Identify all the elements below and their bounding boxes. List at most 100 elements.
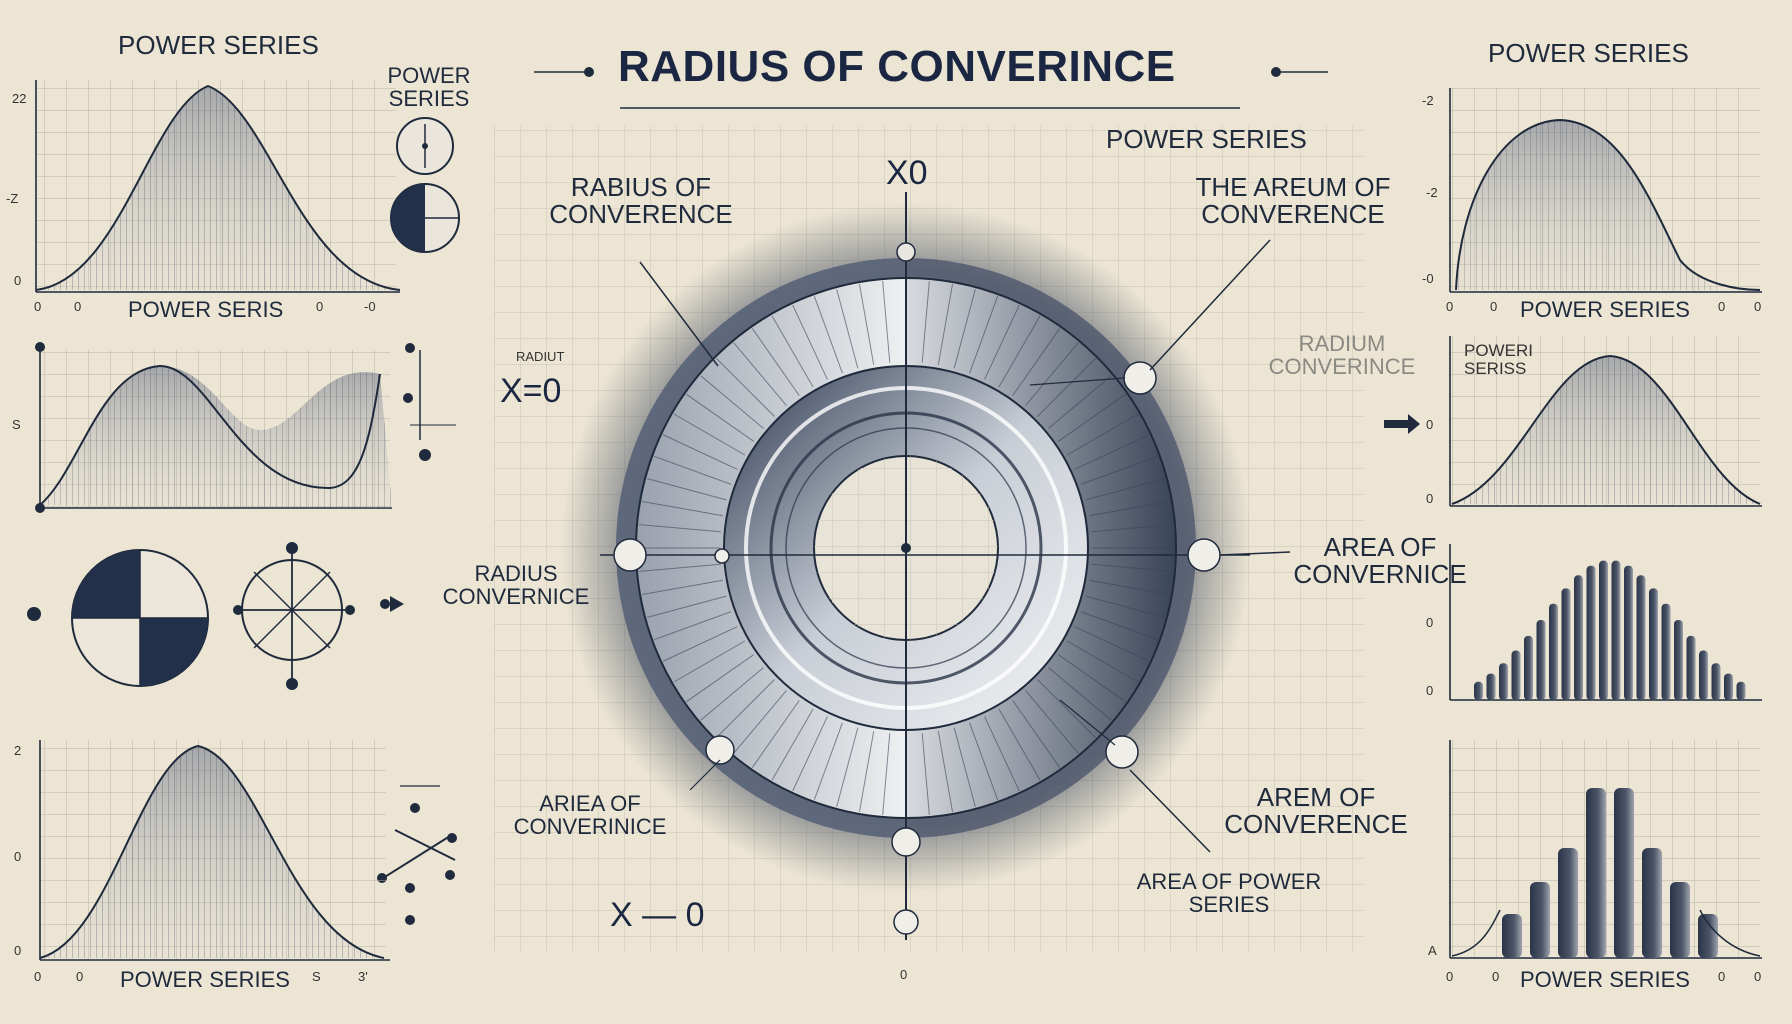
- bar: [1611, 560, 1621, 700]
- x0-left-label: X=0: [500, 372, 562, 410]
- right-panel-1-tick: 0: [1446, 299, 1454, 314]
- bar: [1536, 619, 1546, 700]
- ring-spoke: [953, 727, 976, 807]
- bar: [1636, 575, 1646, 700]
- ring-spoke: [700, 375, 764, 429]
- ring-spoke: [716, 358, 775, 417]
- right-panel-4-tick: A: [1428, 943, 1437, 958]
- radius-left-label: RADIUS CONVERNICE: [442, 561, 590, 610]
- ring-spoke: [1089, 500, 1171, 517]
- ring-spoke: [1089, 579, 1171, 596]
- right-panel-1-caption: POWER SERIES: [1488, 38, 1689, 68]
- bar: [1599, 560, 1608, 700]
- ring-spoke: [641, 500, 723, 517]
- ring-spoke: [858, 731, 875, 813]
- ring-spoke: [716, 679, 775, 738]
- bar: [1499, 663, 1508, 700]
- ring-spoke: [984, 716, 1020, 792]
- right-panel-3-tick: 0: [1426, 615, 1434, 630]
- bar: [1561, 588, 1571, 700]
- left-panel-1-tick: 0: [74, 299, 82, 314]
- ring-spoke: [921, 280, 930, 363]
- bar: [1511, 650, 1521, 700]
- bar: [1661, 603, 1671, 700]
- rabius-label: RABIUS OF CONVERENCE: [549, 172, 733, 230]
- bar: [1674, 619, 1683, 700]
- ring-spoke: [733, 342, 787, 406]
- ring-spoke: [653, 611, 732, 641]
- right-panel-1-tick: 0: [1754, 299, 1762, 314]
- ring-spoke: [673, 640, 746, 683]
- ring-spoke: [1012, 700, 1061, 768]
- ring-spoke: [1091, 524, 1174, 533]
- left-panel-4: [39, 740, 390, 961]
- right-panel-3: [1449, 544, 1762, 701]
- ring-spokes: [638, 280, 1174, 816]
- ring-spoke: [858, 283, 875, 365]
- left-panel-1-tick: -0: [364, 299, 376, 314]
- bar: [1486, 673, 1496, 700]
- right-panel-4: [1449, 740, 1762, 959]
- left-icons: [27, 117, 460, 925]
- ring-spoke: [1012, 328, 1061, 396]
- center-top-label: POWER SERIES: [1106, 124, 1307, 154]
- left-panel-1-xlabel: POWER SERIS: [128, 297, 284, 322]
- ring-spoke: [662, 434, 738, 470]
- bar: [1614, 788, 1634, 958]
- bar: [1586, 788, 1606, 958]
- ring-spoke: [647, 595, 727, 618]
- right-panel-1-tick: 0: [1490, 299, 1498, 314]
- ring-spoke: [771, 315, 814, 388]
- bar: [1724, 673, 1733, 700]
- right-panel-4-caption: POWER SERIES: [1520, 967, 1690, 992]
- left-icons-label: POWER SERIES: [387, 63, 471, 112]
- ring-spoke: [836, 289, 859, 369]
- bar: [1474, 681, 1483, 700]
- left-panel-1: [35, 80, 401, 293]
- ring-spoke: [1037, 358, 1096, 417]
- ring-spoke: [1085, 595, 1165, 618]
- right-panel-1-tick: 0: [1718, 299, 1726, 314]
- right-panel-4-tick: 0: [1492, 969, 1500, 984]
- ring-spoke: [1080, 611, 1159, 641]
- ring-spoke: [1066, 413, 1139, 456]
- left-panel-1-caption: POWER SERIES: [118, 30, 319, 60]
- ariea-label: ARIEA OF CONVERINICE: [513, 791, 667, 840]
- bar: [1624, 565, 1633, 700]
- ring-spoke: [969, 722, 999, 801]
- left-panel-2: [35, 342, 456, 513]
- ring-spoke: [969, 295, 999, 374]
- ring-spoke: [1066, 640, 1139, 683]
- ring-spoke: [771, 708, 814, 781]
- right-panel-1-tick: -0: [1422, 271, 1434, 286]
- ring-spoke: [1025, 690, 1079, 754]
- bar: [1736, 681, 1746, 700]
- ring-spoke: [953, 289, 976, 369]
- bar: [1698, 914, 1718, 958]
- convergence-disc: [561, 192, 1291, 940]
- page-title: RADIUS OF CONVERINCE: [618, 42, 1176, 91]
- ring-spoke: [813, 295, 843, 374]
- left-panel-1-tick: 22: [12, 91, 27, 106]
- ring-spoke: [1091, 563, 1174, 572]
- ring-spoke: [882, 280, 891, 363]
- area-right-label: AREA OF CONVERNICE: [1293, 532, 1467, 590]
- right-panel-2: [1384, 336, 1762, 507]
- ring-spoke: [984, 304, 1020, 380]
- ring-spoke: [641, 579, 723, 596]
- left-panel-4-tick: 0: [34, 969, 42, 984]
- ring-spoke: [638, 524, 721, 533]
- ring-spoke: [751, 700, 800, 768]
- left-panel-4-tick: S: [312, 969, 321, 984]
- ring-spoke: [673, 413, 746, 456]
- bar: [1686, 635, 1696, 700]
- x0-bottom-label: X — 0: [610, 896, 705, 934]
- area-power-label: AREA OF POWER SERIES: [1136, 869, 1322, 918]
- ring-spoke: [1058, 393, 1126, 442]
- bar-outline: [1451, 909, 1761, 957]
- ring-spoke: [1048, 667, 1112, 721]
- ring-spoke: [937, 731, 954, 813]
- faint-radius-label: RADIUT: [516, 349, 565, 364]
- ring-spoke: [792, 716, 828, 792]
- bar: [1524, 635, 1533, 700]
